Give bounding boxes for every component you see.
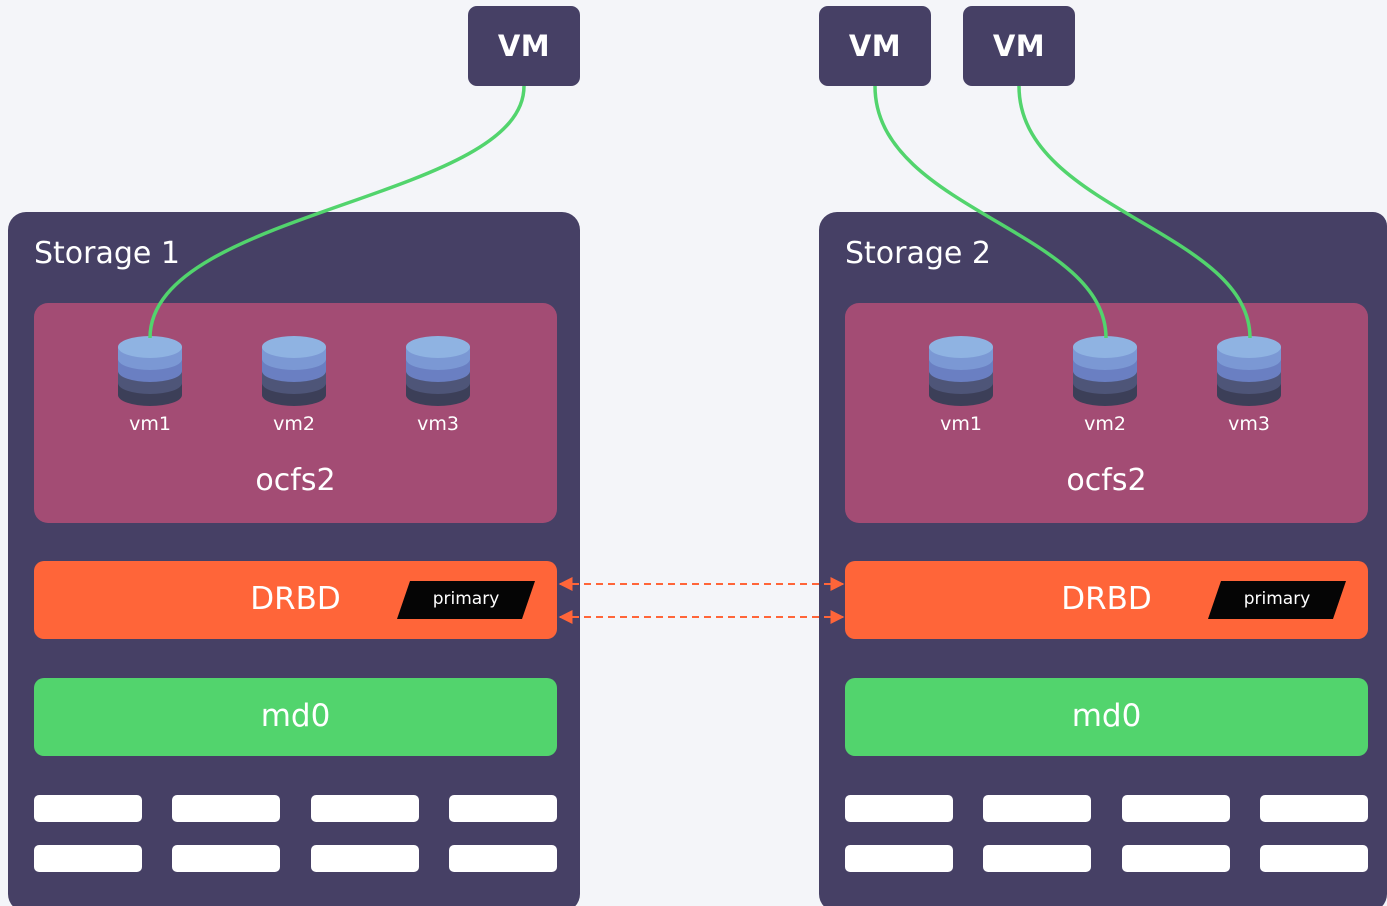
filesystem-panel: vm1 vm2 vm (845, 303, 1368, 523)
drive-slot (845, 845, 953, 872)
drive-slot (845, 795, 953, 822)
md-raid-bar: md0 (845, 678, 1368, 756)
disk-label: vm1 (940, 413, 982, 435)
drive-slot (1260, 845, 1368, 872)
vm-link-2 (873, 85, 1108, 339)
filesystem-label: ocfs2 (1066, 463, 1147, 498)
disk-vm3: vm3 (403, 335, 473, 435)
storage-node-1: Storage 1 vm1 (8, 212, 580, 906)
disk-label: vm3 (1228, 413, 1270, 435)
drive-slot (449, 795, 557, 822)
drbd-label: DRBD (250, 581, 341, 617)
role-badge: primary (397, 581, 535, 619)
drbd-label: DRBD (1061, 581, 1152, 617)
disk-label: vm2 (273, 413, 315, 435)
drbd-bar: DRBD primary (34, 561, 557, 639)
disk-vm2: vm2 (1070, 335, 1140, 435)
disk-vm3: vm3 (1214, 335, 1284, 435)
drbd-bar: DRBD primary (845, 561, 1368, 639)
database-cylinder-icon (1073, 336, 1137, 406)
filesystem-panel: vm1 vm2 vm (34, 303, 557, 523)
vm-link-3 (1017, 85, 1252, 339)
disk-vm1: vm1 (926, 335, 996, 435)
vm-node-label: VM (992, 29, 1046, 63)
drive-slot (34, 795, 142, 822)
drive-slot (1122, 795, 1230, 822)
drive-slot (311, 795, 419, 822)
disk-label: vm3 (417, 413, 459, 435)
database-cylinder-icon (406, 336, 470, 406)
role-badge-shape (397, 581, 535, 619)
database-cylinder-icon (118, 336, 182, 406)
storage-title: Storage 1 (34, 236, 181, 271)
vm-node-label: VM (848, 29, 902, 63)
database-cylinder-icon (929, 336, 993, 406)
vm-node-3: VM (963, 6, 1075, 86)
database-cylinder-icon (262, 336, 326, 406)
md-raid-label: md0 (260, 698, 331, 734)
role-label: primary (432, 589, 500, 609)
drive-slot (983, 795, 1091, 822)
md-raid-bar: md0 (34, 678, 557, 756)
vm-link-1 (148, 85, 526, 339)
disk-vm1: vm1 (115, 335, 185, 435)
drive-slot (1260, 795, 1368, 822)
drive-slot (172, 795, 280, 822)
vm-node-1: VM (468, 6, 580, 86)
filesystem-label: ocfs2 (255, 463, 336, 498)
vm-node-2: VM (819, 6, 931, 86)
storage-title: Storage 2 (845, 236, 992, 271)
vm-node-label: VM (497, 29, 551, 63)
role-badge: primary (1208, 581, 1346, 619)
drive-slot (172, 845, 280, 872)
disk-vm2: vm2 (259, 335, 329, 435)
role-label: primary (1243, 589, 1311, 609)
drive-slot (983, 845, 1091, 872)
drive-slot (311, 845, 419, 872)
drive-slot (449, 845, 557, 872)
md-raid-label: md0 (1071, 698, 1142, 734)
disk-label: vm2 (1084, 413, 1126, 435)
drive-slot (1122, 845, 1230, 872)
disk-label: vm1 (129, 413, 171, 435)
drive-slot (34, 845, 142, 872)
database-cylinder-icon (1217, 336, 1281, 406)
storage-node-2: Storage 2 vm1 (819, 212, 1387, 906)
role-badge-shape (1208, 581, 1346, 619)
